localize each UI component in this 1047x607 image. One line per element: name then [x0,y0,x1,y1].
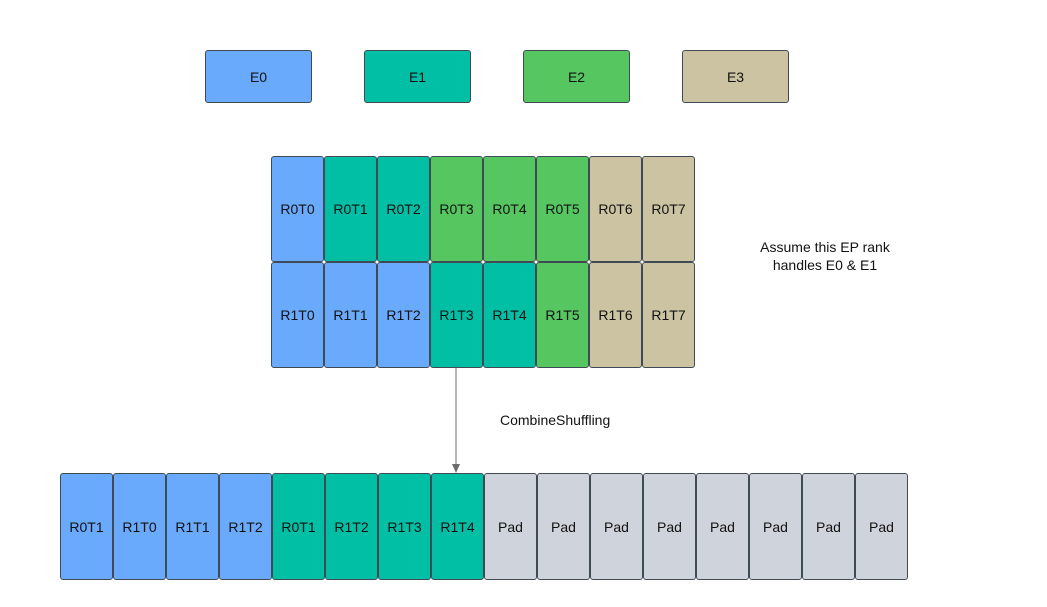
legend-e3: E3 [682,50,789,103]
pad-label: Pad [816,518,841,535]
token-label: R0T5 [545,201,580,217]
ep-rank-note: Assume this EP rank handles E0 & E1 [730,238,920,274]
note-line-1: Assume this EP rank [760,239,890,255]
token-cell: R1T5 [536,262,589,368]
token-label: R0T7 [651,201,686,217]
output-cell: R0T1 [272,473,325,580]
output-label: R1T2 [334,518,369,535]
token-cell: R0T3 [430,156,483,262]
token-label: R1T0 [280,307,315,323]
legend-e3-label: E3 [726,68,745,85]
pad-cell: Pad [537,473,590,580]
token-label: R1T1 [333,307,368,323]
legend-e1-label: E1 [408,68,427,85]
pad-cell: Pad [484,473,537,580]
token-cell: R0T6 [589,156,642,262]
legend-e0-label: E0 [249,68,268,85]
token-label: R0T4 [492,201,527,217]
combine-arrow-icon [452,366,460,473]
pad-label: Pad [869,518,894,535]
token-label: R0T6 [598,201,633,217]
token-label: R1T4 [492,307,527,323]
token-cell: R1T6 [589,262,642,368]
output-cell: R1T2 [325,473,378,580]
output-label: R1T2 [228,518,263,535]
token-label: R1T6 [598,307,633,323]
pad-label: Pad [551,518,576,535]
pad-label: Pad [763,518,788,535]
pad-cell: Pad [696,473,749,580]
arrow-label: CombineShuffling [500,412,611,428]
token-cell: R1T1 [324,262,377,368]
token-label: R0T0 [280,201,315,217]
output-cell: R1T3 [378,473,431,580]
token-cell: R0T2 [377,156,430,262]
pad-label: Pad [498,518,523,535]
token-cell: R0T1 [324,156,377,262]
token-cell: R1T2 [377,262,430,368]
note-line-2: handles E0 & E1 [772,257,878,273]
output-label: R1T1 [175,518,210,535]
legend-e0: E0 [205,50,312,103]
output-cell: R1T1 [166,473,219,580]
token-cell: R1T7 [642,262,695,368]
token-cell: R0T5 [536,156,589,262]
output-cell: R1T2 [219,473,272,580]
output-label: R1T0 [122,518,157,535]
token-label: R1T2 [386,307,421,323]
pad-cell: Pad [590,473,643,580]
pad-cell: Pad [749,473,802,580]
pad-label: Pad [710,518,735,535]
token-cell: R0T7 [642,156,695,262]
pad-cell: Pad [802,473,855,580]
pad-cell: Pad [643,473,696,580]
output-cell: R0T1 [60,473,113,580]
legend-e2: E2 [523,50,630,103]
legend-e2-label: E2 [567,68,586,85]
token-label: R1T3 [439,307,474,323]
token-cell: R0T4 [483,156,536,262]
token-cell: R1T3 [430,262,483,368]
output-cell: R1T4 [431,473,484,580]
pad-label: Pad [657,518,682,535]
output-label: R0T1 [281,518,316,535]
token-label: R0T2 [386,201,421,217]
token-label: R1T7 [651,307,686,323]
output-label: R1T3 [387,518,422,535]
output-label: R0T1 [69,518,104,535]
output-cell: R1T0 [113,473,166,580]
token-label: R0T1 [333,201,368,217]
token-cell: R1T4 [483,262,536,368]
output-label: R1T4 [440,518,475,535]
pad-cell: Pad [855,473,908,580]
token-cell: R0T0 [271,156,324,262]
token-cell: R1T0 [271,262,324,368]
token-label: R1T5 [545,307,580,323]
legend-e1: E1 [364,50,471,103]
pad-label: Pad [604,518,629,535]
token-label: R0T3 [439,201,474,217]
